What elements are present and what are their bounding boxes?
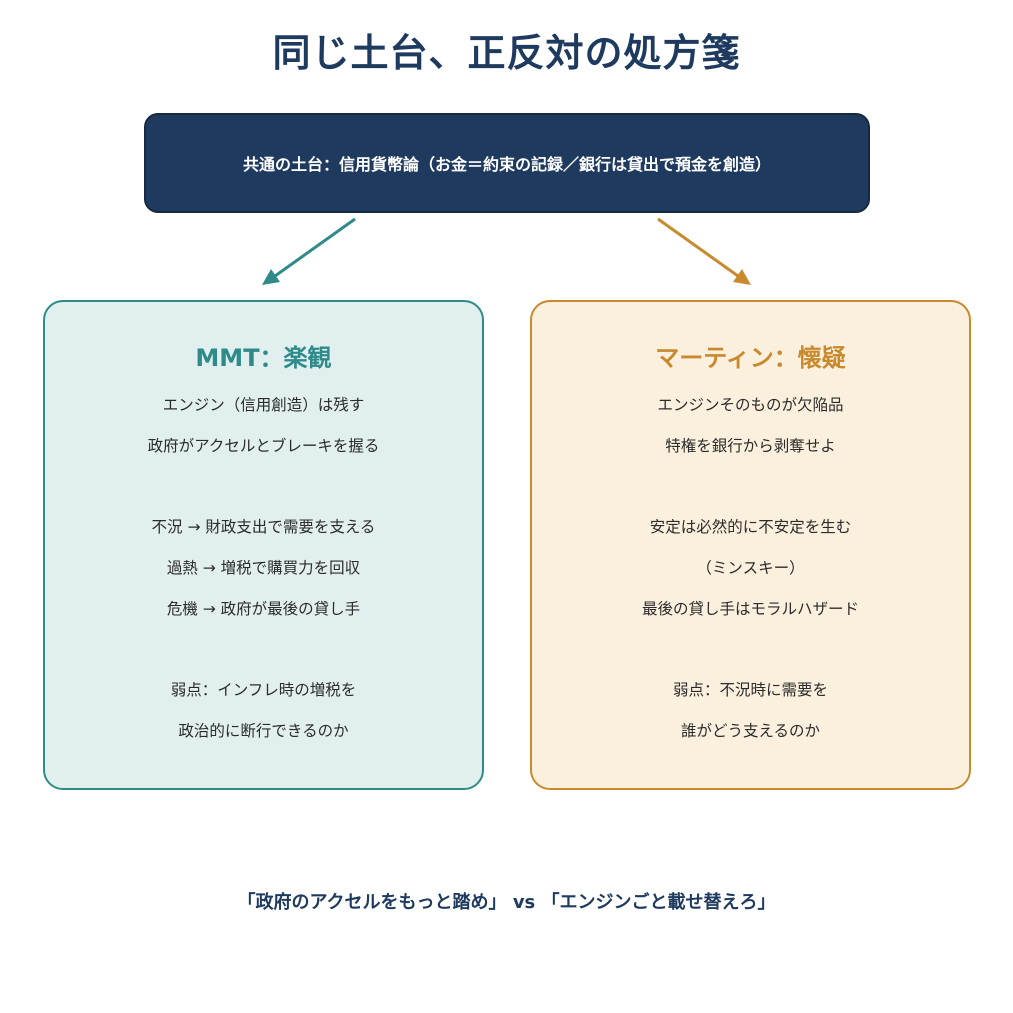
footer-caption: 「政府のアクセルをもっと踏め」 vs 「エンジンごと載せ替えろ」 — [237, 892, 776, 913]
page-title: 同じ土台、正反対の処方箋 — [272, 31, 741, 75]
mmt-line: 政治的に断行できるのか — [178, 722, 349, 740]
arrow-to-martin — [657, 217, 751, 285]
martin-line: 誰がどう支えるのか — [680, 722, 821, 740]
martin-card: マーティン：懐疑 エンジンそのものが欠陥品 特権を銀行から剥奪せよ 安定は必然的… — [530, 300, 971, 790]
mmt-line: エンジン（信用創造）は残す — [162, 396, 365, 414]
mmt-line: 過熱 → 増税で購買力を回収 — [166, 559, 361, 577]
mmt-heading: MMT：楽観 — [195, 344, 332, 372]
martin-line: エンジンそのものが欠陥品 — [657, 396, 844, 414]
martin-line: （ミンスキー） — [696, 559, 805, 577]
martin-line: 特権を銀行から剥奪せよ — [665, 437, 836, 455]
mmt-line: 危機 → 政府が最後の貸し手 — [166, 600, 361, 618]
martin-line: 安定は必然的に不安定を生む — [649, 518, 852, 536]
mmt-line: 政府がアクセルとブレーキを握る — [147, 437, 380, 455]
foundation-box: 共通の土台：信用貨幣論（お金＝約束の記録／銀行は貸出で預金を創造） — [144, 113, 870, 213]
mmt-card: MMT：楽観 エンジン（信用創造）は残す 政府がアクセルとブレーキを握る 不況 … — [43, 300, 484, 790]
martin-line: 弱点：不況時に需要を — [672, 681, 828, 699]
martin-heading: マーティン：懐疑 — [655, 344, 846, 372]
martin-line: 最後の貸し手はモラルハザード — [641, 600, 859, 618]
mmt-line: 不況 → 財政支出で需要を支える — [151, 518, 376, 536]
mmt-line: 弱点：インフレ時の増税を — [170, 681, 357, 699]
arrow-to-mmt — [262, 217, 356, 285]
foundation-text: 共通の土台：信用貨幣論（お金＝約束の記録／銀行は貸出で預金を創造） — [242, 155, 771, 174]
